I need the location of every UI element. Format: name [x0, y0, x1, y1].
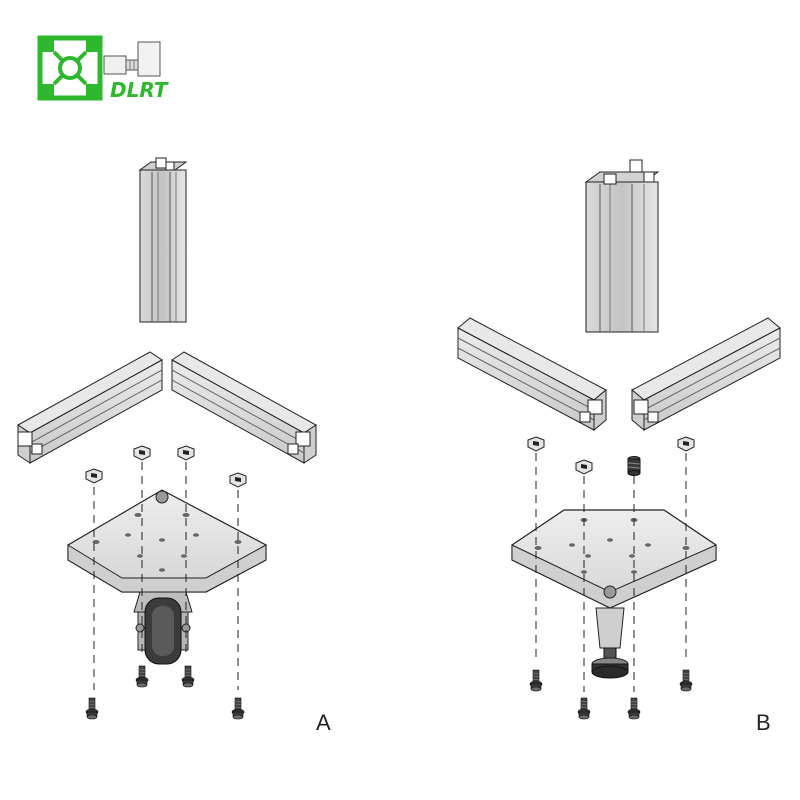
brand-logo: DLRT	[37, 35, 169, 102]
t-nut-icon	[527, 436, 695, 476]
vertical-profile-b	[584, 159, 660, 333]
caster-wheel-icon	[133, 591, 193, 665]
alignment-lines-b	[535, 453, 687, 692]
leveling-foot-icon	[591, 607, 629, 679]
corner-plate-icon	[67, 489, 267, 593]
panel-label-a: A	[316, 710, 331, 735]
alignment-lines-a	[93, 462, 239, 690]
horizontal-profile-b-left	[457, 317, 607, 432]
vertical-profile-a	[138, 157, 188, 323]
bolt-icon	[103, 41, 161, 77]
t-nut-icon	[85, 445, 247, 488]
horizontal-profile-a-right	[171, 351, 317, 464]
horizontal-profile-a-left	[17, 351, 163, 464]
panel-label-b: B	[756, 710, 771, 735]
corner-plate-icon	[511, 509, 717, 609]
bolt-icon	[85, 665, 245, 720]
horizontal-profile-b-right	[631, 317, 781, 432]
logo-text: DLRT	[110, 78, 169, 102]
panel-b: B	[457, 159, 781, 735]
panel-a: A	[17, 157, 331, 735]
aluminum-profile-icon	[37, 35, 103, 101]
